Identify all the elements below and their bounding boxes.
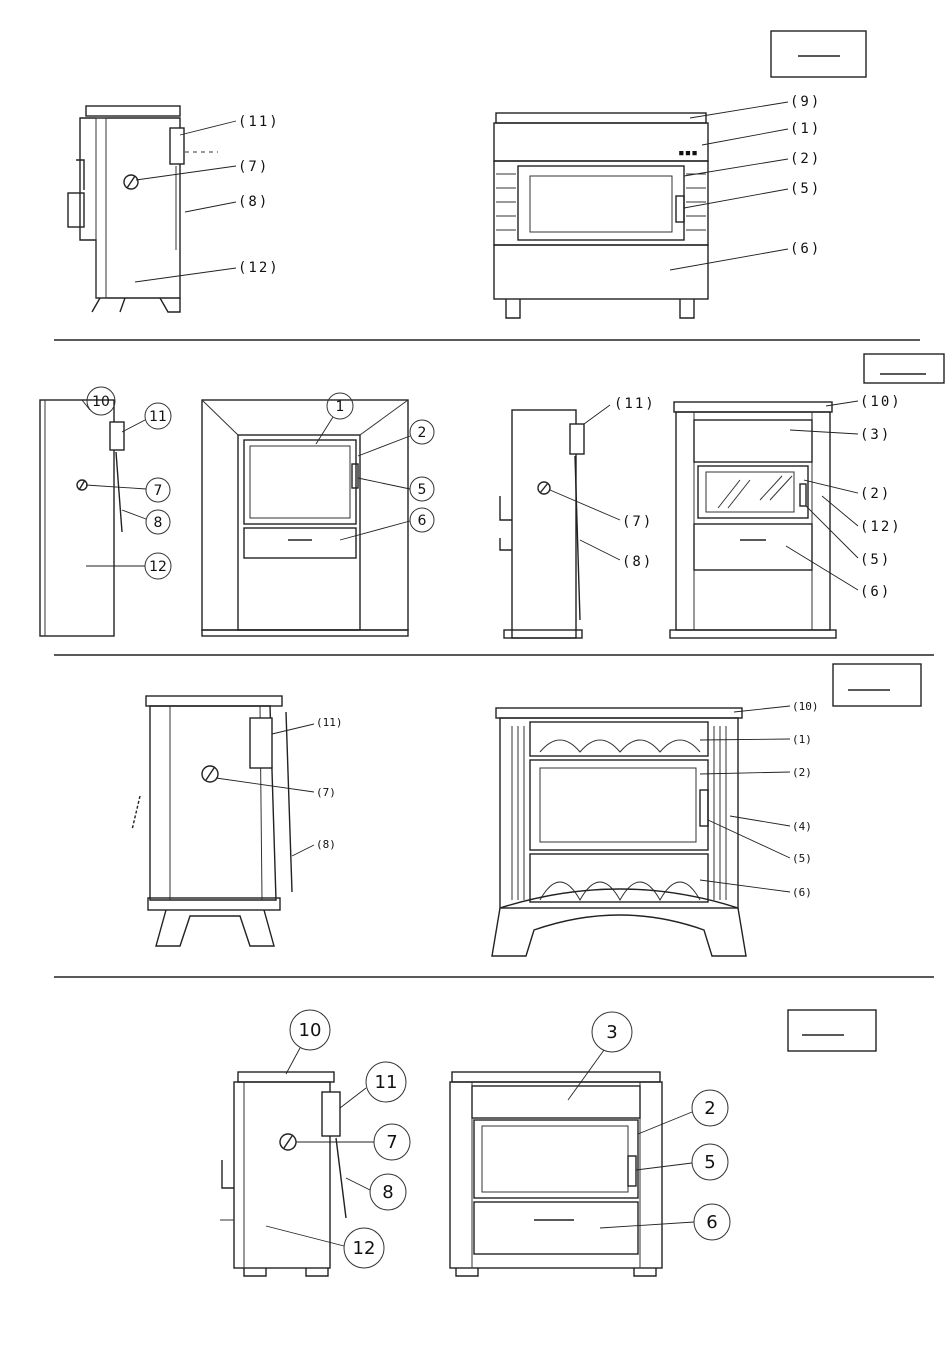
model-label-box-3 — [833, 664, 921, 706]
callout-label: (7) — [316, 786, 336, 799]
callout-label: (1) — [790, 121, 821, 137]
side-callouts-a-model-2: 10 11 7 8 12 — [82, 387, 171, 579]
callout-label: (2) — [792, 766, 812, 779]
callout-label: 11 — [375, 1072, 398, 1093]
callout-label: (5) — [790, 181, 821, 197]
side-callouts-model-3: (11) (7) (8) — [216, 716, 343, 856]
callout-label: 2 — [418, 425, 427, 441]
front-view-b-model-2 — [670, 402, 836, 638]
front-callouts-b-model-2: (10) (3) (2) (12) (5) (6) — [786, 394, 902, 600]
callout-label: 8 — [382, 1182, 393, 1203]
section-model-3: (11) (7) (8) (10) — [132, 664, 921, 956]
side-view-model-4 — [220, 1072, 346, 1276]
callout-label: 1 — [336, 399, 345, 415]
callout-label: (12) — [238, 260, 280, 276]
callout-label: (3) — [860, 427, 891, 443]
front-view-a-model-2 — [202, 400, 408, 636]
callout-label: 10 — [92, 394, 110, 410]
callout-label: 7 — [154, 483, 163, 499]
side-callouts-model-4: 10 11 7 8 12 — [266, 1010, 410, 1268]
model-label-box-2 — [864, 354, 944, 383]
callout-label: (1) — [792, 733, 812, 746]
callout-label: (2) — [860, 486, 891, 502]
front-view-model-4 — [450, 1072, 662, 1276]
callout-label: 3 — [606, 1022, 617, 1043]
callout-label: (12) — [860, 519, 902, 535]
section-model-1: (11) (7) (8) (12) ▪▪▪ — [68, 31, 866, 318]
callout-label: (9) — [790, 94, 821, 110]
callout-label: 5 — [704, 1152, 715, 1173]
callout-label: (10) — [860, 394, 902, 410]
side-callouts-model-1: (11) (7) (8) (12) — [135, 114, 280, 282]
callout-label: (6) — [792, 886, 812, 899]
callout-label: (8) — [622, 554, 653, 570]
svg-text:▪▪▪: ▪▪▪ — [678, 146, 698, 159]
callout-label: (6) — [860, 584, 891, 600]
model-label-box-1 — [771, 31, 866, 77]
callout-label: 12 — [149, 559, 167, 575]
callout-label: 6 — [706, 1212, 717, 1233]
side-view-a-model-2 — [40, 400, 124, 636]
front-view-model-3 — [492, 708, 746, 956]
front-callouts-model-1: (9) (1) (2) (5) (6) — [670, 94, 821, 270]
callout-label: 6 — [418, 513, 427, 529]
callout-label: 2 — [704, 1098, 715, 1119]
side-view-b-model-2 — [500, 410, 584, 638]
section-model-2: 10 11 7 8 12 1 2 — [40, 354, 944, 638]
callout-label: (11) — [316, 716, 343, 729]
callout-label: (6) — [790, 241, 821, 257]
side-view-model-3 — [132, 696, 292, 946]
callout-label: (8) — [316, 838, 336, 851]
section-model-4: 10 11 7 8 12 3 2 — [220, 1010, 876, 1276]
callout-label: 5 — [418, 482, 427, 498]
callout-label: (5) — [792, 852, 812, 865]
callout-label: (5) — [860, 552, 891, 568]
callout-label: 7 — [386, 1132, 397, 1153]
side-callouts-b-model-2: (11) (7) (8) — [550, 396, 656, 570]
callout-label: (10) — [792, 700, 819, 713]
callout-label: 12 — [353, 1238, 376, 1259]
model-label-box-4 — [788, 1010, 876, 1051]
callout-label: (11) — [614, 396, 656, 412]
callout-label: 11 — [149, 409, 167, 425]
front-callouts-model-3: (10) (1) (2) (4) (5) (6) — [700, 700, 819, 899]
callout-label: (7) — [622, 514, 653, 530]
callout-label: 10 — [299, 1020, 322, 1041]
callout-label: (11) — [238, 114, 280, 130]
front-view-model-1: ▪▪▪ — [494, 113, 708, 318]
callout-label: (4) — [792, 820, 812, 833]
callout-label: 8 — [154, 515, 163, 531]
callout-label: (8) — [238, 194, 269, 210]
callout-label: (2) — [790, 151, 821, 167]
callout-label: (7) — [238, 159, 269, 175]
